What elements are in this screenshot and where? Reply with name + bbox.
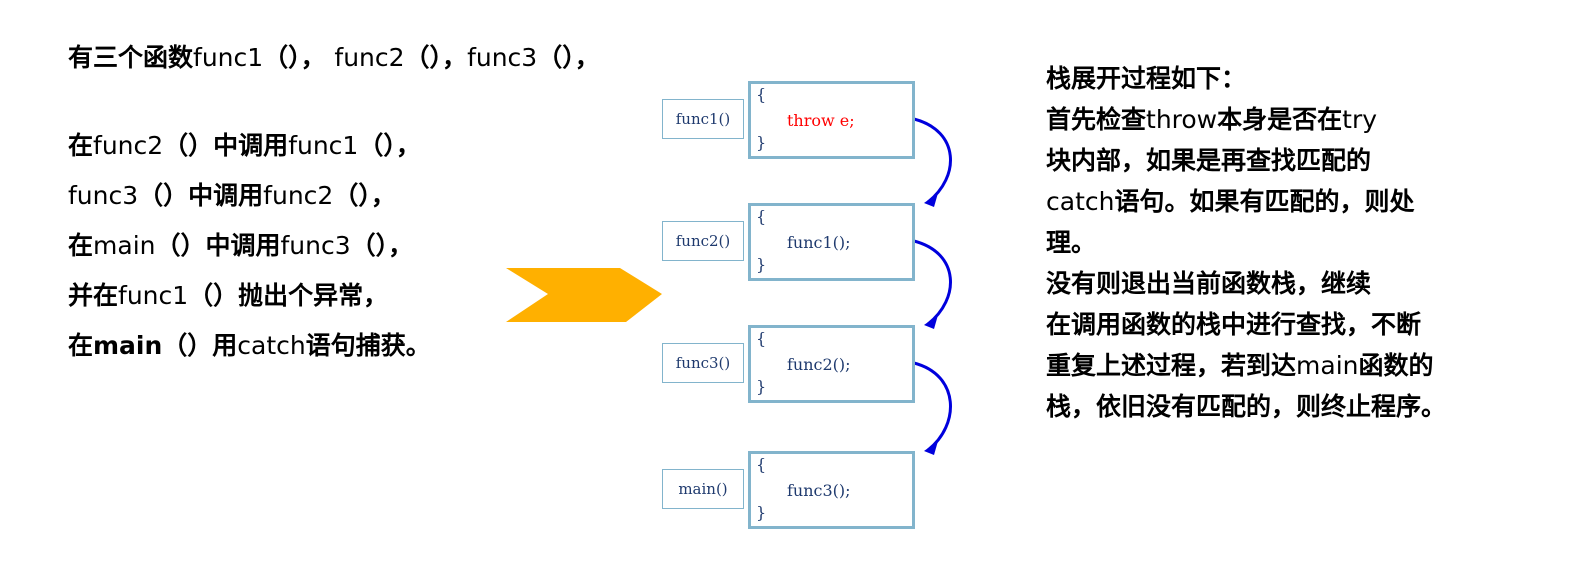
text-run: （），: [263, 43, 335, 72]
description-line: 在main（）中调用func3（），: [68, 232, 413, 260]
stack-frame: [748, 81, 915, 159]
text-run: 在: [68, 231, 94, 260]
unwind-arrow: [913, 361, 952, 452]
text-run: main: [1296, 351, 1359, 380]
text-run: 并在: [68, 281, 119, 310]
unwind-arrow: [913, 117, 952, 204]
text-run: 栈，依旧没有匹配的，则终止程序。: [1046, 392, 1447, 421]
text-run: （），: [350, 231, 414, 260]
open-brace: {: [756, 207, 767, 226]
text-run: func2: [334, 43, 405, 72]
frame-label: func3(): [662, 343, 744, 383]
text-run: main: [93, 231, 156, 260]
frame-label: main(): [662, 469, 744, 509]
text-run: func3: [467, 43, 538, 72]
big-arrow-icon: [506, 268, 662, 322]
text-run: 语句。如果有匹配的，则处: [1114, 187, 1415, 216]
text-run: 语句捕获。: [305, 331, 431, 360]
text-run: func1: [118, 281, 189, 310]
description-line: func3（）中调用func2（），: [68, 182, 396, 210]
text-run: func1: [193, 43, 264, 72]
text-run: func2: [263, 181, 334, 210]
explanation-line: 首先检查throw本身是否在try: [1046, 99, 1576, 140]
open-brace: {: [756, 329, 767, 348]
explanation-line: 在调用函数的栈中进行查找，不断: [1046, 304, 1576, 345]
text-run: 首先检查: [1046, 105, 1147, 134]
text-run: 块内部，如果是再查找匹配的: [1046, 146, 1372, 175]
close-brace: }: [756, 133, 767, 152]
text-run: 函数的: [1358, 351, 1434, 380]
explanation-line: catch语句。如果有匹配的，则处: [1046, 181, 1576, 222]
explanation-line: 栈，依旧没有匹配的，则终止程序。: [1046, 386, 1576, 427]
text-run: 在: [68, 131, 94, 160]
arrow-head-icon: [924, 315, 938, 329]
text-run: 本身是否在: [1217, 105, 1343, 134]
frame-label: func2(): [662, 221, 744, 261]
text-run: 理。: [1046, 228, 1097, 257]
explanation-line: 块内部，如果是再查找匹配的: [1046, 140, 1576, 181]
text-run: 在main（）用: [68, 331, 238, 360]
text-run: 重复上述过程，若到达: [1046, 351, 1297, 380]
text-run: 在调用函数的栈中进行查找，不断: [1046, 310, 1422, 339]
stack-frame: [748, 451, 915, 529]
text-run: catch: [1046, 187, 1115, 216]
explanation-line: 没有则退出当前函数栈，继续: [1046, 263, 1576, 304]
open-brace: {: [756, 455, 767, 474]
text-run: 栈展开过程如下：: [1046, 64, 1247, 93]
stack-frame: [748, 325, 915, 403]
close-brace: }: [756, 255, 767, 274]
text-run: （）抛出个异常，: [188, 281, 389, 310]
description-line: 并在func1（）抛出个异常，: [68, 282, 388, 310]
stack-frame: [748, 203, 915, 281]
text-run: （）中调用: [138, 181, 264, 210]
arrow-head-icon: [924, 441, 938, 455]
description-line: 在main（）用catch语句捕获。: [68, 332, 431, 360]
text-run: （），: [333, 181, 396, 210]
explanation-line: 理。: [1046, 222, 1576, 263]
text-run: func2: [93, 131, 164, 160]
frame-code: func3();: [787, 481, 851, 500]
intro-line: 有三个函数func1（）， func2（），func3（），: [68, 44, 600, 72]
text-run: （），: [358, 131, 421, 160]
text-run: （）中调用: [155, 231, 281, 260]
text-run: catch: [237, 331, 306, 360]
open-brace: {: [756, 85, 767, 104]
frame-code: throw e;: [787, 111, 855, 130]
close-brace: }: [756, 503, 767, 522]
close-brace: }: [756, 377, 767, 396]
description-line: 在func2（）中调用func1（），: [68, 132, 421, 160]
frame-code: func1();: [787, 233, 851, 252]
text-run: 有三个函数: [68, 43, 194, 72]
text-run: （）中调用: [163, 131, 289, 160]
explanation-line: 栈展开过程如下：: [1046, 58, 1576, 99]
text-run: （），: [537, 43, 600, 72]
explanation-block: 栈展开过程如下： 首先检查throw本身是否在try 块内部，如果是再查找匹配的 ca…: [1046, 58, 1576, 427]
explanation-line: 重复上述过程，若到达main函数的: [1046, 345, 1576, 386]
text-run: func1: [288, 131, 359, 160]
text-run: throw: [1146, 105, 1218, 134]
text-run: func3: [68, 181, 139, 210]
text-run: （），: [404, 43, 468, 72]
arrow-head-icon: [924, 193, 938, 207]
text-run: try: [1342, 105, 1378, 134]
text-run: func3: [280, 231, 351, 260]
unwind-arrow: [913, 239, 952, 326]
frame-code: func2();: [787, 355, 851, 374]
text-run: 没有则退出当前函数栈，继续: [1046, 269, 1372, 298]
frame-label: func1(): [662, 99, 744, 139]
